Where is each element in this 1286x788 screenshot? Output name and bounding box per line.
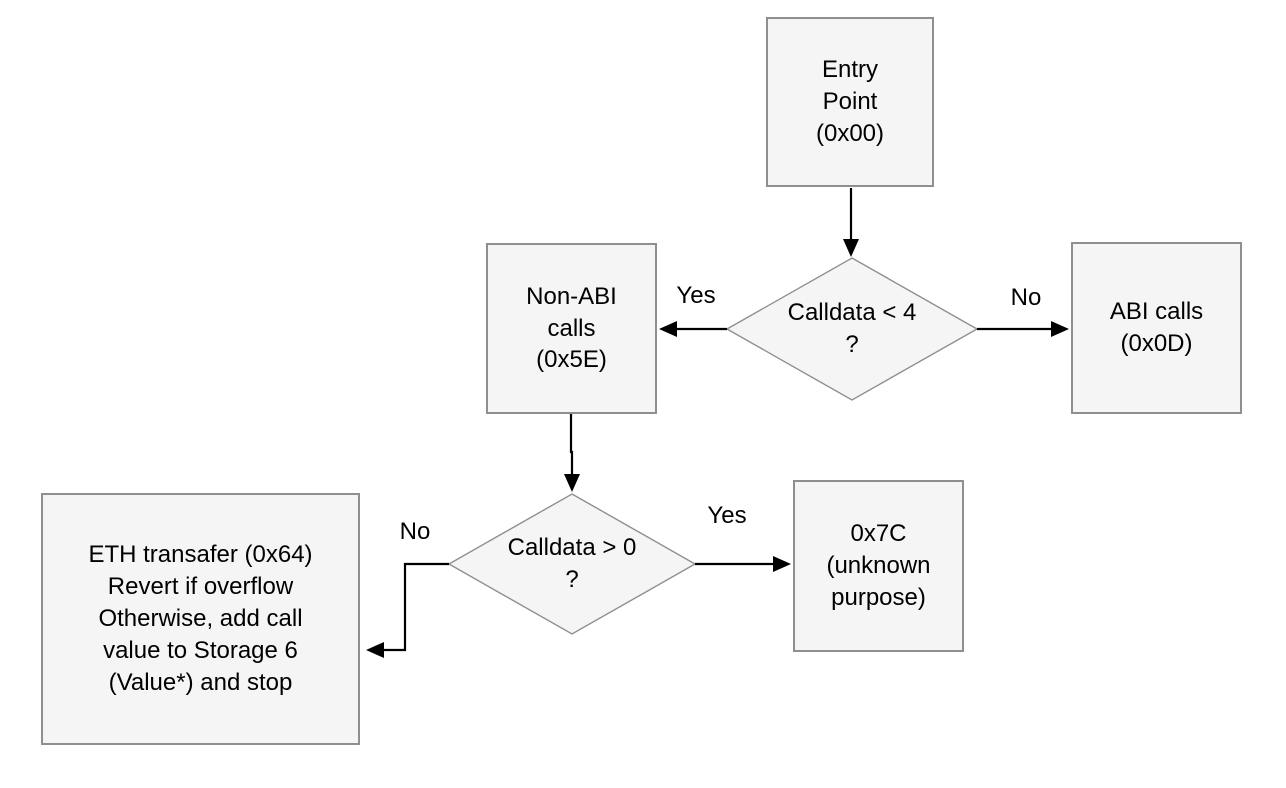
arrowhead-entry-to-lt4: [843, 239, 859, 257]
node-entry-point-label: Entry Point (0x00): [815, 56, 885, 147]
node-entry-point: Entry Point (0x00): [766, 17, 934, 187]
node-eth-transfer-label: ETH transafer (0x64) Revert if overflow …: [88, 541, 313, 696]
arrowhead-lt4-no-to-abi: [1051, 321, 1069, 337]
node-abi-calls: ABI calls (0x0D): [1071, 242, 1242, 414]
node-unknown-0x7c-label: 0x7C (unknown purpose): [826, 520, 931, 611]
node-non-abi-calls-label: Non-ABI calls (0x5E): [526, 282, 617, 374]
edge-label-gt0-no: No: [399, 518, 431, 545]
edge-label-lt4-yes: Yes: [676, 282, 716, 309]
node-unknown-0x7c: 0x7C (unknown purpose): [793, 480, 964, 652]
decision-calldata-gt0-shape: [447, 493, 697, 635]
edge-gt0-no-to-eth: [382, 562, 449, 652]
arrowhead-lt4-yes-to-nonabi: [659, 321, 677, 337]
node-non-abi-calls: Non-ABI calls (0x5E): [486, 243, 657, 414]
edge-nonabi-to-gt0: [569, 414, 574, 476]
arrowhead-nonabi-to-gt0: [564, 474, 580, 492]
arrowhead-gt0-yes-to-7c: [773, 556, 791, 572]
decision-calldata-lt4-shape: [725, 257, 979, 401]
node-eth-transfer: ETH transafer (0x64) Revert if overflow …: [41, 493, 360, 745]
edge-label-gt0-yes: Yes: [707, 502, 747, 529]
edge-label-lt4-no: No: [1010, 284, 1042, 311]
arrowhead-gt0-no-to-eth: [366, 642, 384, 658]
node-abi-calls-label: ABI calls (0x0D): [1109, 298, 1204, 357]
